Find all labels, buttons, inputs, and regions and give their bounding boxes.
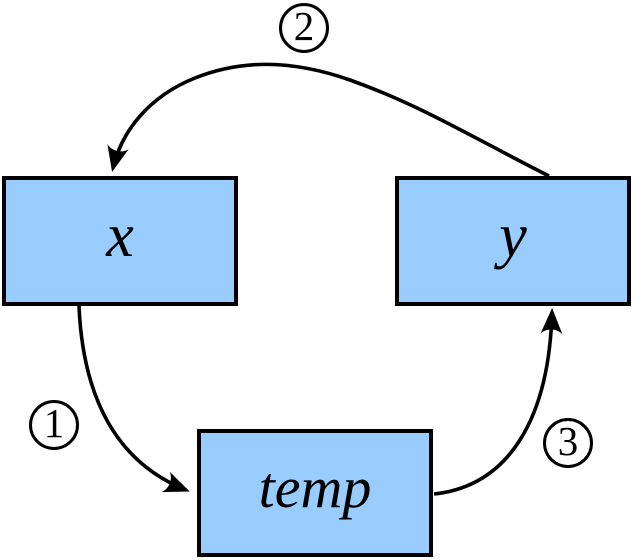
node-y: y [395,176,631,306]
arrow-step3-temp-to-y [433,308,563,496]
node-temp-label: temp [258,455,372,520]
step-badge-1: 1 [29,400,79,450]
step-badge-1-number: 1 [43,399,65,446]
step-badge-2-number: 2 [293,2,315,49]
arrow-step2-y-to-x [107,62,550,178]
step-badge-2: 2 [279,3,329,53]
node-x: x [2,176,238,306]
step-badge-3: 3 [543,418,593,468]
node-y-label: y [499,202,527,270]
node-x-label: x [106,202,134,270]
step-badge-3-number: 3 [557,417,579,464]
arrow-step1-x-to-temp [77,305,190,493]
node-temp: temp [197,429,433,557]
